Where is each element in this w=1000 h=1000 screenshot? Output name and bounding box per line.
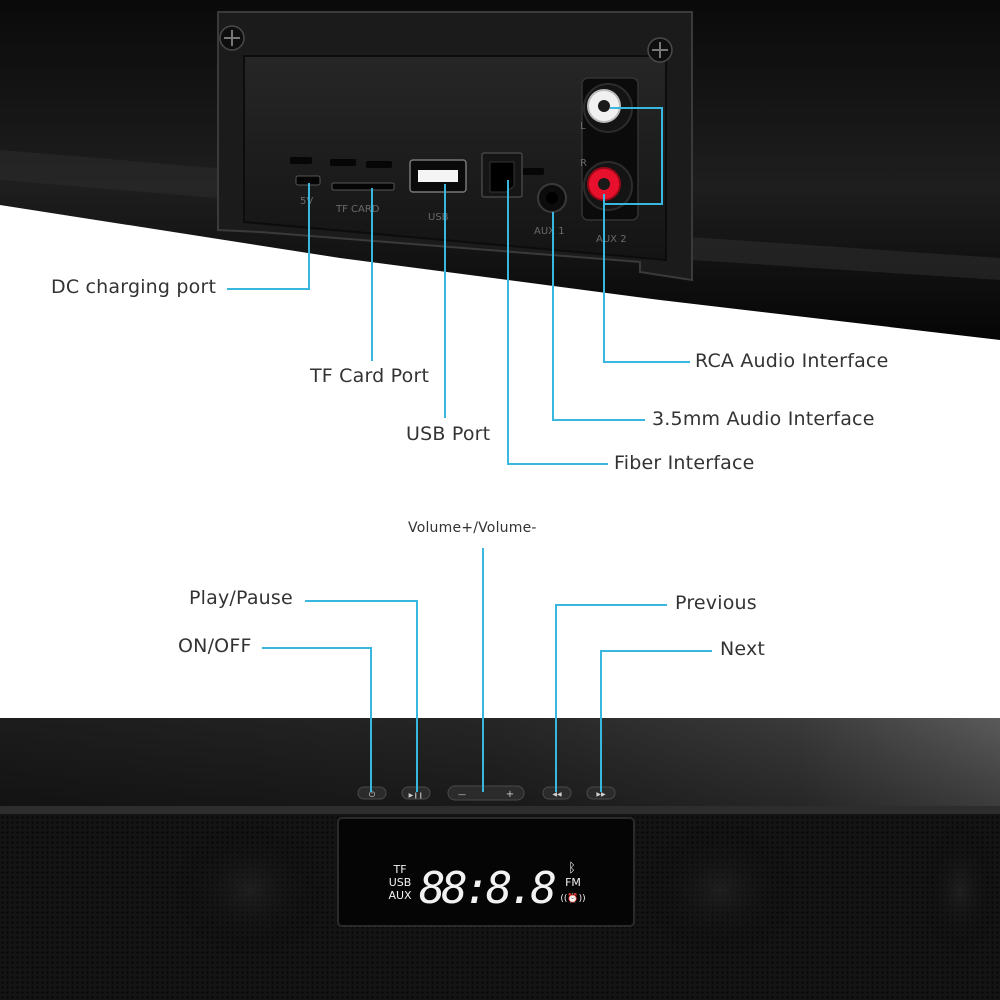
usb-port — [409, 159, 467, 193]
rear-bar-edge-highlight — [0, 150, 240, 200]
display-digits: 88:8.8 — [419, 863, 557, 914]
callout-previous: Previous — [675, 592, 757, 614]
display-source-tf: TF — [392, 863, 406, 876]
leader-dc — [227, 183, 310, 290]
tf-marking: TF CARD — [335, 204, 380, 215]
rca-left-marking: L — [580, 121, 586, 132]
fiber-port — [481, 152, 523, 198]
callout-play-pause: Play/Pause — [189, 587, 293, 609]
next-icon[interactable]: ▶▶ — [596, 791, 606, 798]
rear-bar-edge-highlight-right — [660, 235, 1000, 280]
leader-previous — [555, 604, 667, 792]
callout-next: Next — [720, 638, 766, 660]
front-soundbar — [0, 718, 1000, 1000]
speaker-left-shadow — [170, 820, 330, 960]
leader-rca-bridge — [604, 107, 663, 205]
previous-icon[interactable]: ◀◀ — [552, 791, 562, 798]
speaker-right-shadow — [640, 820, 800, 960]
rca-white-jack — [583, 83, 633, 133]
callout-aux-audio-interface: 3.5mm Audio Interface — [652, 408, 875, 430]
vent-slits — [290, 157, 544, 175]
usb-marking: USB — [428, 212, 449, 223]
display-fm: FM — [565, 876, 581, 889]
screw-right — [647, 37, 673, 63]
callout-rca-audio-interface: RCA Audio Interface — [695, 350, 889, 372]
callout-dc-charging-port: DC charging port — [51, 276, 217, 298]
leader-next — [600, 650, 712, 792]
callout-on-off: ON/OFF — [178, 635, 252, 657]
callout-tf-card-port: TF Card Port — [310, 365, 430, 387]
volume-rocker-shape — [447, 785, 525, 801]
leader-power — [262, 647, 372, 792]
display-source-aux: AUX — [388, 889, 412, 902]
screw-left — [219, 25, 245, 51]
aux-jack — [537, 183, 567, 213]
display-content: TF USB AUX 88:8.8 ᛒ FM ((⏰)) — [388, 861, 585, 914]
display-source-usb: USB — [389, 876, 412, 889]
volume-plus-icon[interactable]: + — [506, 789, 514, 800]
callout-fiber-interface: Fiber Interface — [614, 452, 755, 474]
rca-red-jack — [583, 161, 633, 211]
aux2-marking: AUX 2 — [596, 234, 627, 245]
leader-rca — [603, 194, 690, 363]
leader-lines — [227, 107, 712, 792]
rca-right-marking: R — [580, 158, 587, 169]
alarm-icon: ((⏰)) — [560, 892, 585, 904]
tf-card-slot — [331, 182, 395, 191]
volume-minus-icon[interactable]: — — [458, 790, 466, 799]
leader-aux — [552, 212, 645, 421]
leader-play — [305, 600, 418, 792]
aux1-marking: AUX 1 — [534, 226, 565, 237]
dc-marking: 5V — [300, 196, 313, 207]
play-pause-icon[interactable]: ▶❙❙ — [409, 792, 424, 799]
rear-panel — [0, 0, 1000, 340]
display-window — [337, 817, 635, 927]
callout-usb-port: USB Port — [406, 423, 491, 445]
power-icon[interactable]: ⏻ — [369, 790, 376, 799]
bluetooth-icon: ᛒ — [568, 861, 576, 876]
leader-fiber — [507, 180, 608, 465]
callout-volume: Volume+/Volume- — [408, 520, 537, 536]
